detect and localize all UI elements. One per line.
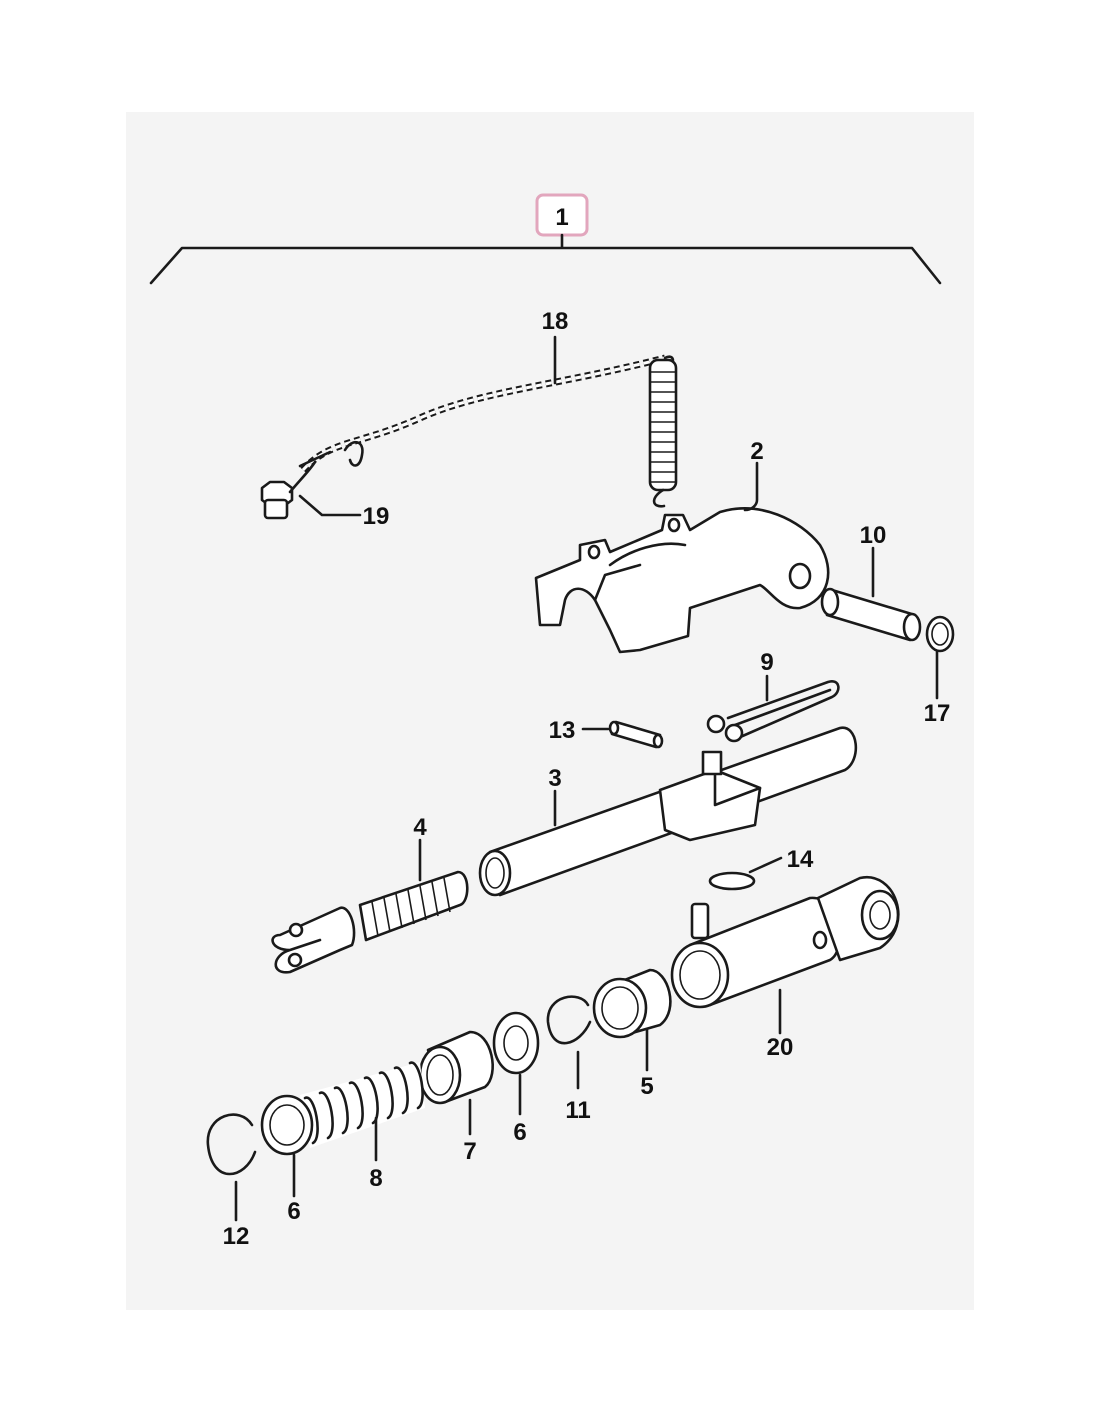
tension-spring <box>648 358 678 508</box>
part-17-ring[interactable] <box>925 615 955 653</box>
callout-14: 14 <box>787 846 814 873</box>
chain-hook <box>343 441 364 467</box>
bracket-body <box>534 507 830 654</box>
callout-6-lower: 6 <box>287 1198 300 1225</box>
callout-9: 9 <box>760 649 773 676</box>
part-9-linch-pin[interactable] <box>706 680 840 743</box>
leader-2 <box>743 461 759 512</box>
thread-shaft <box>358 870 469 942</box>
part-13-pin[interactable] <box>608 720 664 749</box>
callout-17: 17 <box>924 700 951 727</box>
callout-2: 2 <box>750 438 763 465</box>
leader-19 <box>298 494 362 517</box>
callout-10: 10 <box>860 522 887 549</box>
part-4-threaded-clevis[interactable] <box>271 870 469 974</box>
callout-13: 13 <box>549 717 576 744</box>
callout-6-upper: 6 <box>513 1119 526 1146</box>
callout-4: 4 <box>413 814 427 841</box>
part-2-bracket[interactable] <box>534 507 830 654</box>
part-10-pin[interactable] <box>820 587 922 642</box>
assembly-number: 1 <box>555 204 568 231</box>
chain <box>300 354 666 473</box>
part-8-spring[interactable] <box>300 1061 425 1148</box>
callout-7: 7 <box>463 1138 476 1165</box>
callout-20: 20 <box>767 1034 794 1061</box>
part-6-washer-upper[interactable] <box>492 1011 540 1075</box>
part-19-bolt[interactable] <box>260 460 317 520</box>
part-7-sleeve[interactable] <box>418 1030 494 1105</box>
pin-hole <box>788 562 812 590</box>
callout-3: 3 <box>548 765 561 792</box>
leader-14 <box>748 856 783 874</box>
part-3-tube[interactable] <box>478 726 858 897</box>
part-5-bushing[interactable] <box>592 968 672 1039</box>
clevis-fork <box>271 906 356 974</box>
part-14-ring[interactable] <box>708 871 756 891</box>
callout-19: 19 <box>363 503 390 530</box>
part-6-washer-lower[interactable] <box>260 1094 314 1156</box>
assembly-callout[interactable]: 1 <box>535 193 589 237</box>
callout-5: 5 <box>640 1073 653 1100</box>
assembly-bracket <box>149 233 942 285</box>
spring-coils <box>303 1061 424 1145</box>
part-11-ring[interactable] <box>546 995 592 1045</box>
part-12-ring[interactable] <box>206 1113 257 1176</box>
callout-18: 18 <box>542 308 569 335</box>
callout-12: 12 <box>223 1223 250 1250</box>
part-20-cylinder[interactable] <box>670 875 900 1009</box>
part-18-chain-spring[interactable] <box>298 354 678 508</box>
callout-11: 11 <box>565 1097 590 1124</box>
callout-8: 8 <box>369 1165 382 1192</box>
